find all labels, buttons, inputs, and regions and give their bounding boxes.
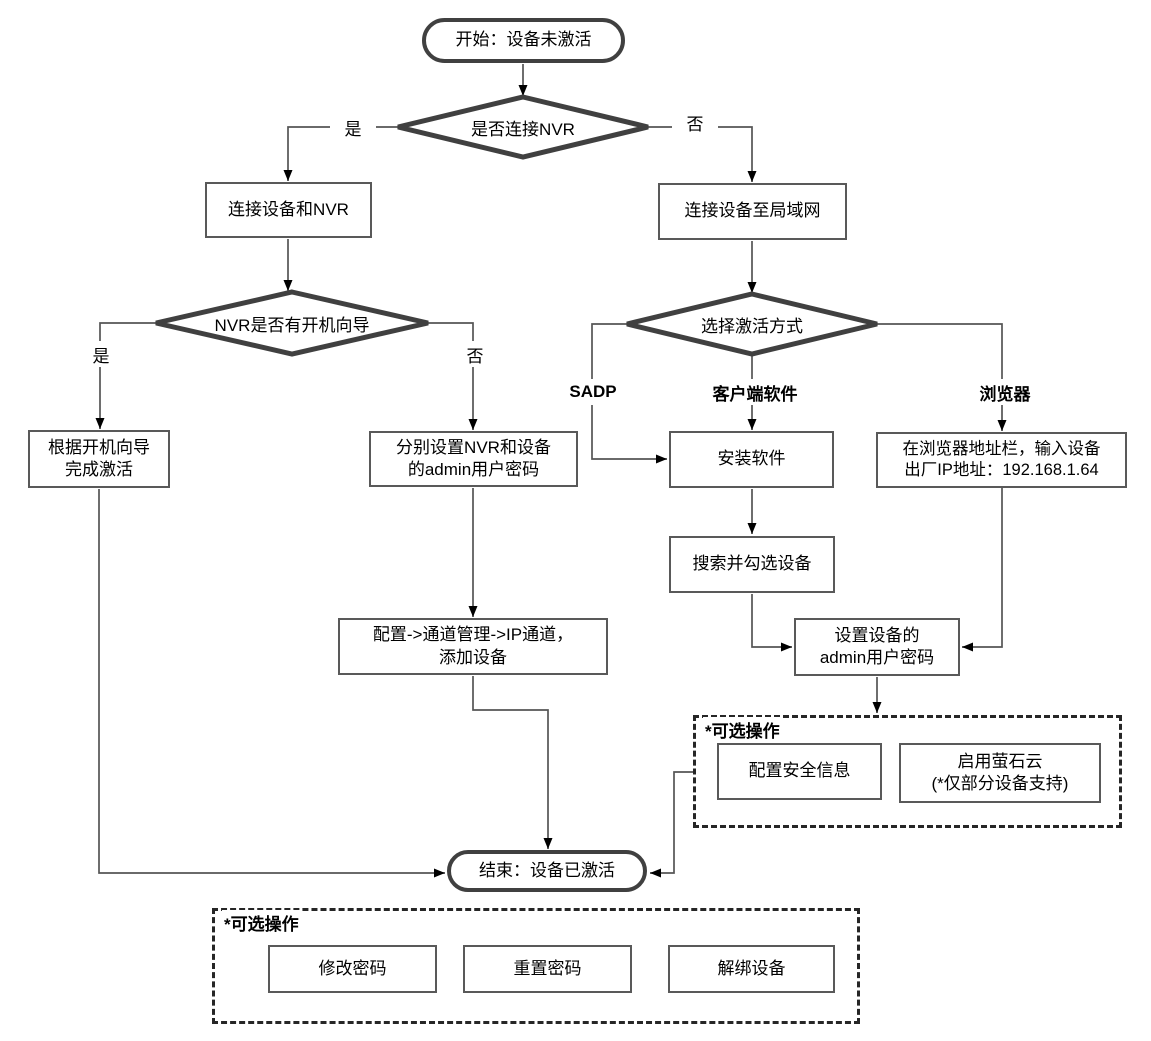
- process-browser-enter-ip: 在浏览器地址栏，输入设备 出厂IP地址：192.168.1.64: [876, 432, 1127, 488]
- process-search-check-device: 搜索并勾选设备: [669, 536, 835, 593]
- optional-group-after-activation-title: *可选操作: [703, 717, 782, 742]
- process-set-device-admin-password: 设置设备的 admin用户密码: [794, 618, 960, 676]
- optional-group-post-end: [212, 908, 860, 1024]
- process-connect-device-and-nvr: 连接设备和NVR: [205, 182, 372, 238]
- process-connect-device-to-lan: 连接设备至局域网: [658, 183, 847, 240]
- branch-label-yes-1: 是: [330, 114, 376, 140]
- optional-reset-password: 重置密码: [463, 945, 632, 993]
- branch-label-client-software: 客户端软件: [682, 379, 828, 405]
- edge-config-to-end: [472, 676, 553, 849]
- edge-optional-to-end: [650, 771, 693, 878]
- decision-nvr-wizard-label: NVR是否有开机向导: [214, 315, 370, 335]
- branch-label-yes-2: 是: [78, 341, 124, 367]
- edge-method-browser: [876, 323, 1007, 431]
- edge-decision-nvr-no: [647, 126, 757, 182]
- decision-activation-method-shape: [626, 291, 878, 357]
- process-install-software: 安装软件: [669, 431, 834, 488]
- process-set-admin-passwords: 分别设置NVR和设备 的admin用户密码: [369, 431, 578, 487]
- edge-search-to-setadmin: [751, 594, 792, 652]
- process-activate-via-wizard: 根据开机向导 完成激活: [28, 430, 170, 488]
- edge-wizard-no: [427, 322, 478, 430]
- process-config-ip-channel: 配置->通道管理->IP通道， 添加设备: [338, 618, 608, 675]
- decision-connect-nvr-label: 是否连接NVR: [471, 119, 575, 139]
- edge-wizard-yes: [95, 322, 157, 429]
- optional-change-password: 修改密码: [268, 945, 437, 993]
- start-node: 开始：设备未激活: [422, 18, 625, 63]
- edge-browser-to-setadmin: [962, 488, 1003, 652]
- optional-configure-security-info: 配置安全信息: [717, 743, 882, 800]
- branch-label-sadp: SADP: [552, 379, 634, 405]
- branch-label-no-1: 否: [672, 109, 718, 135]
- branch-label-browser: 浏览器: [956, 379, 1054, 405]
- optional-group-after-activation: [693, 715, 1122, 828]
- end-node: 结束：设备已激活: [447, 850, 647, 892]
- decision-connect-nvr-shape: [397, 94, 649, 160]
- optional-enable-ezviz-cloud: 启用萤石云 (*仅部分设备支持): [899, 743, 1101, 803]
- edge-wizardactivate-to-end: [98, 489, 445, 878]
- optional-group-post-end-title: *可选操作: [222, 910, 301, 935]
- optional-unbind-device: 解绑设备: [668, 945, 835, 993]
- decision-nvr-wizard-shape: [155, 289, 429, 357]
- decision-activation-method-label: 选择激活方式: [701, 316, 803, 336]
- branch-label-no-2: 否: [452, 341, 498, 367]
